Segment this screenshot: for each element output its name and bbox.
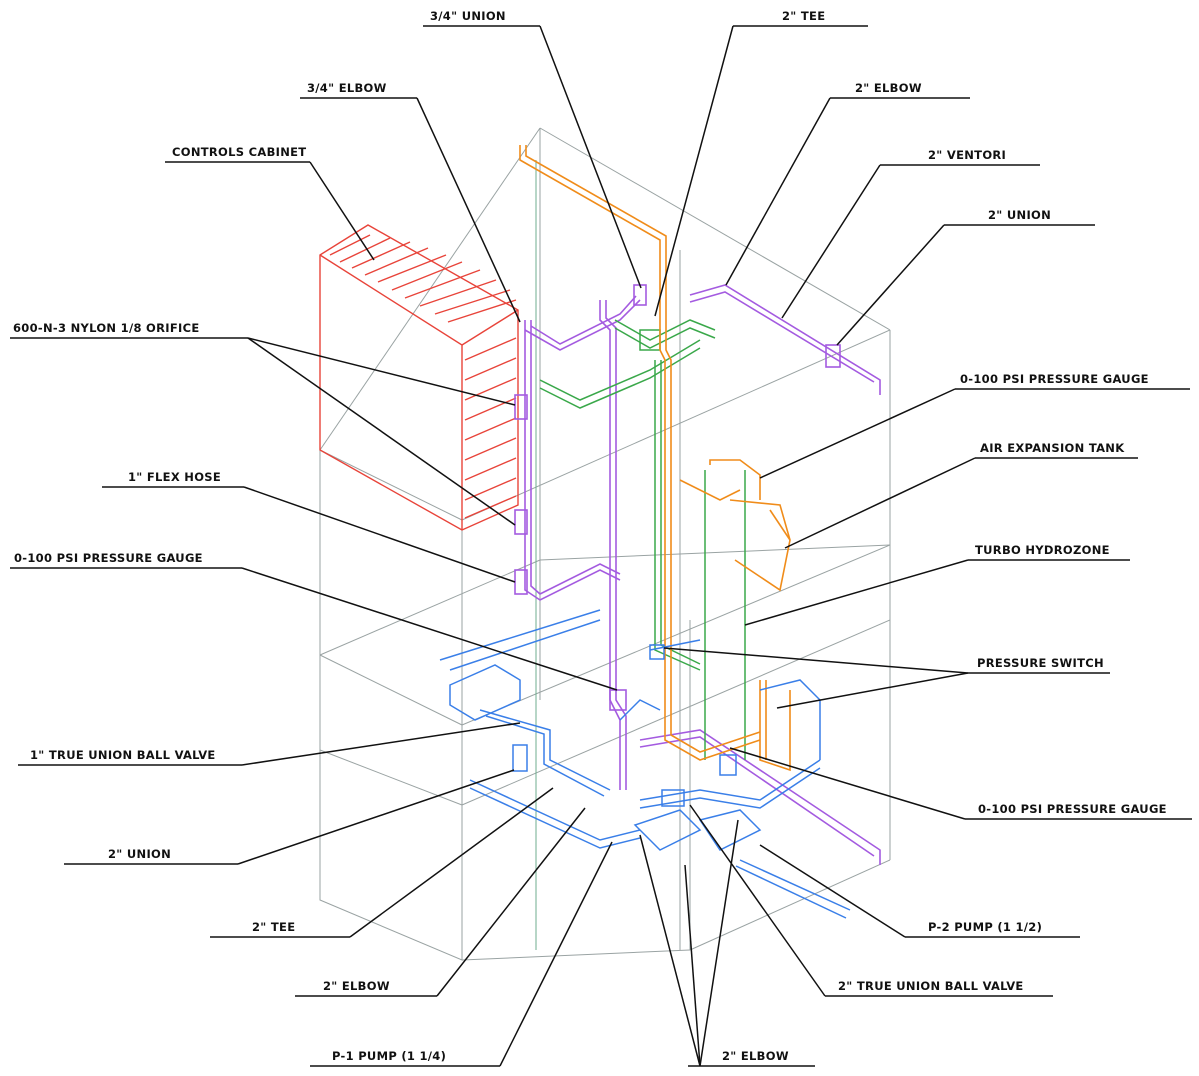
blue-piping	[439, 609, 851, 919]
label-p1-pump: P-1 PUMP (1 1/4)	[332, 1049, 446, 1063]
label-controls-cabinet: CONTROLS CABINET	[172, 145, 306, 159]
label-p2-pump: P-2 PUMP (1 1/2)	[928, 920, 1042, 934]
controls-cabinet-box	[319, 224, 519, 531]
label-true-union-ball-valve-1: 1" TRUE UNION BALL VALVE	[30, 748, 216, 762]
label-true-union-ball-valve-2: 2" TRUE UNION BALL VALVE	[838, 979, 1024, 993]
label-elbow-34: 3/4" ELBOW	[307, 81, 387, 95]
label-union-2-bottom: 2" UNION	[108, 847, 171, 861]
label-elbow-2-bottom: 2" ELBOW	[722, 1049, 789, 1063]
label-union-34: 3/4" UNION	[430, 9, 506, 23]
equipment-frame	[319, 127, 891, 961]
purple-piping	[514, 284, 881, 865]
label-union-2-top: 2" UNION	[988, 208, 1051, 222]
label-elbow-2-left: 2" ELBOW	[323, 979, 390, 993]
label-pressure-switch: PRESSURE SWITCH	[977, 656, 1104, 670]
label-ventori-2: 2" VENTORI	[928, 148, 1006, 162]
label-tee-2-top: 2" TEE	[782, 9, 825, 23]
label-flex-hose: 1" FLEX HOSE	[128, 470, 221, 484]
label-gauge-left: 0-100 PSI PRESSURE GAUGE	[14, 551, 203, 565]
orange-piping	[519, 145, 791, 772]
label-tee-2-bottom: 2" TEE	[252, 920, 295, 934]
label-gauge-top-right: 0-100 PSI PRESSURE GAUGE	[960, 372, 1149, 386]
label-gauge-bottom-right: 0-100 PSI PRESSURE GAUGE	[978, 802, 1167, 816]
label-turbo-hydrozone: TURBO HYDROZONE	[975, 543, 1110, 557]
label-elbow-2-top: 2" ELBOW	[855, 81, 922, 95]
green-piping	[539, 319, 746, 760]
callouts: 3/4" UNION 2" TEE 3/4" ELBOW 2" ELBOW CO…	[10, 9, 1192, 1067]
label-nylon-orifice: 600-N-3 NYLON 1/8 ORIFICE	[13, 321, 200, 335]
label-air-expansion-tank: AIR EXPANSION TANK	[980, 441, 1125, 455]
